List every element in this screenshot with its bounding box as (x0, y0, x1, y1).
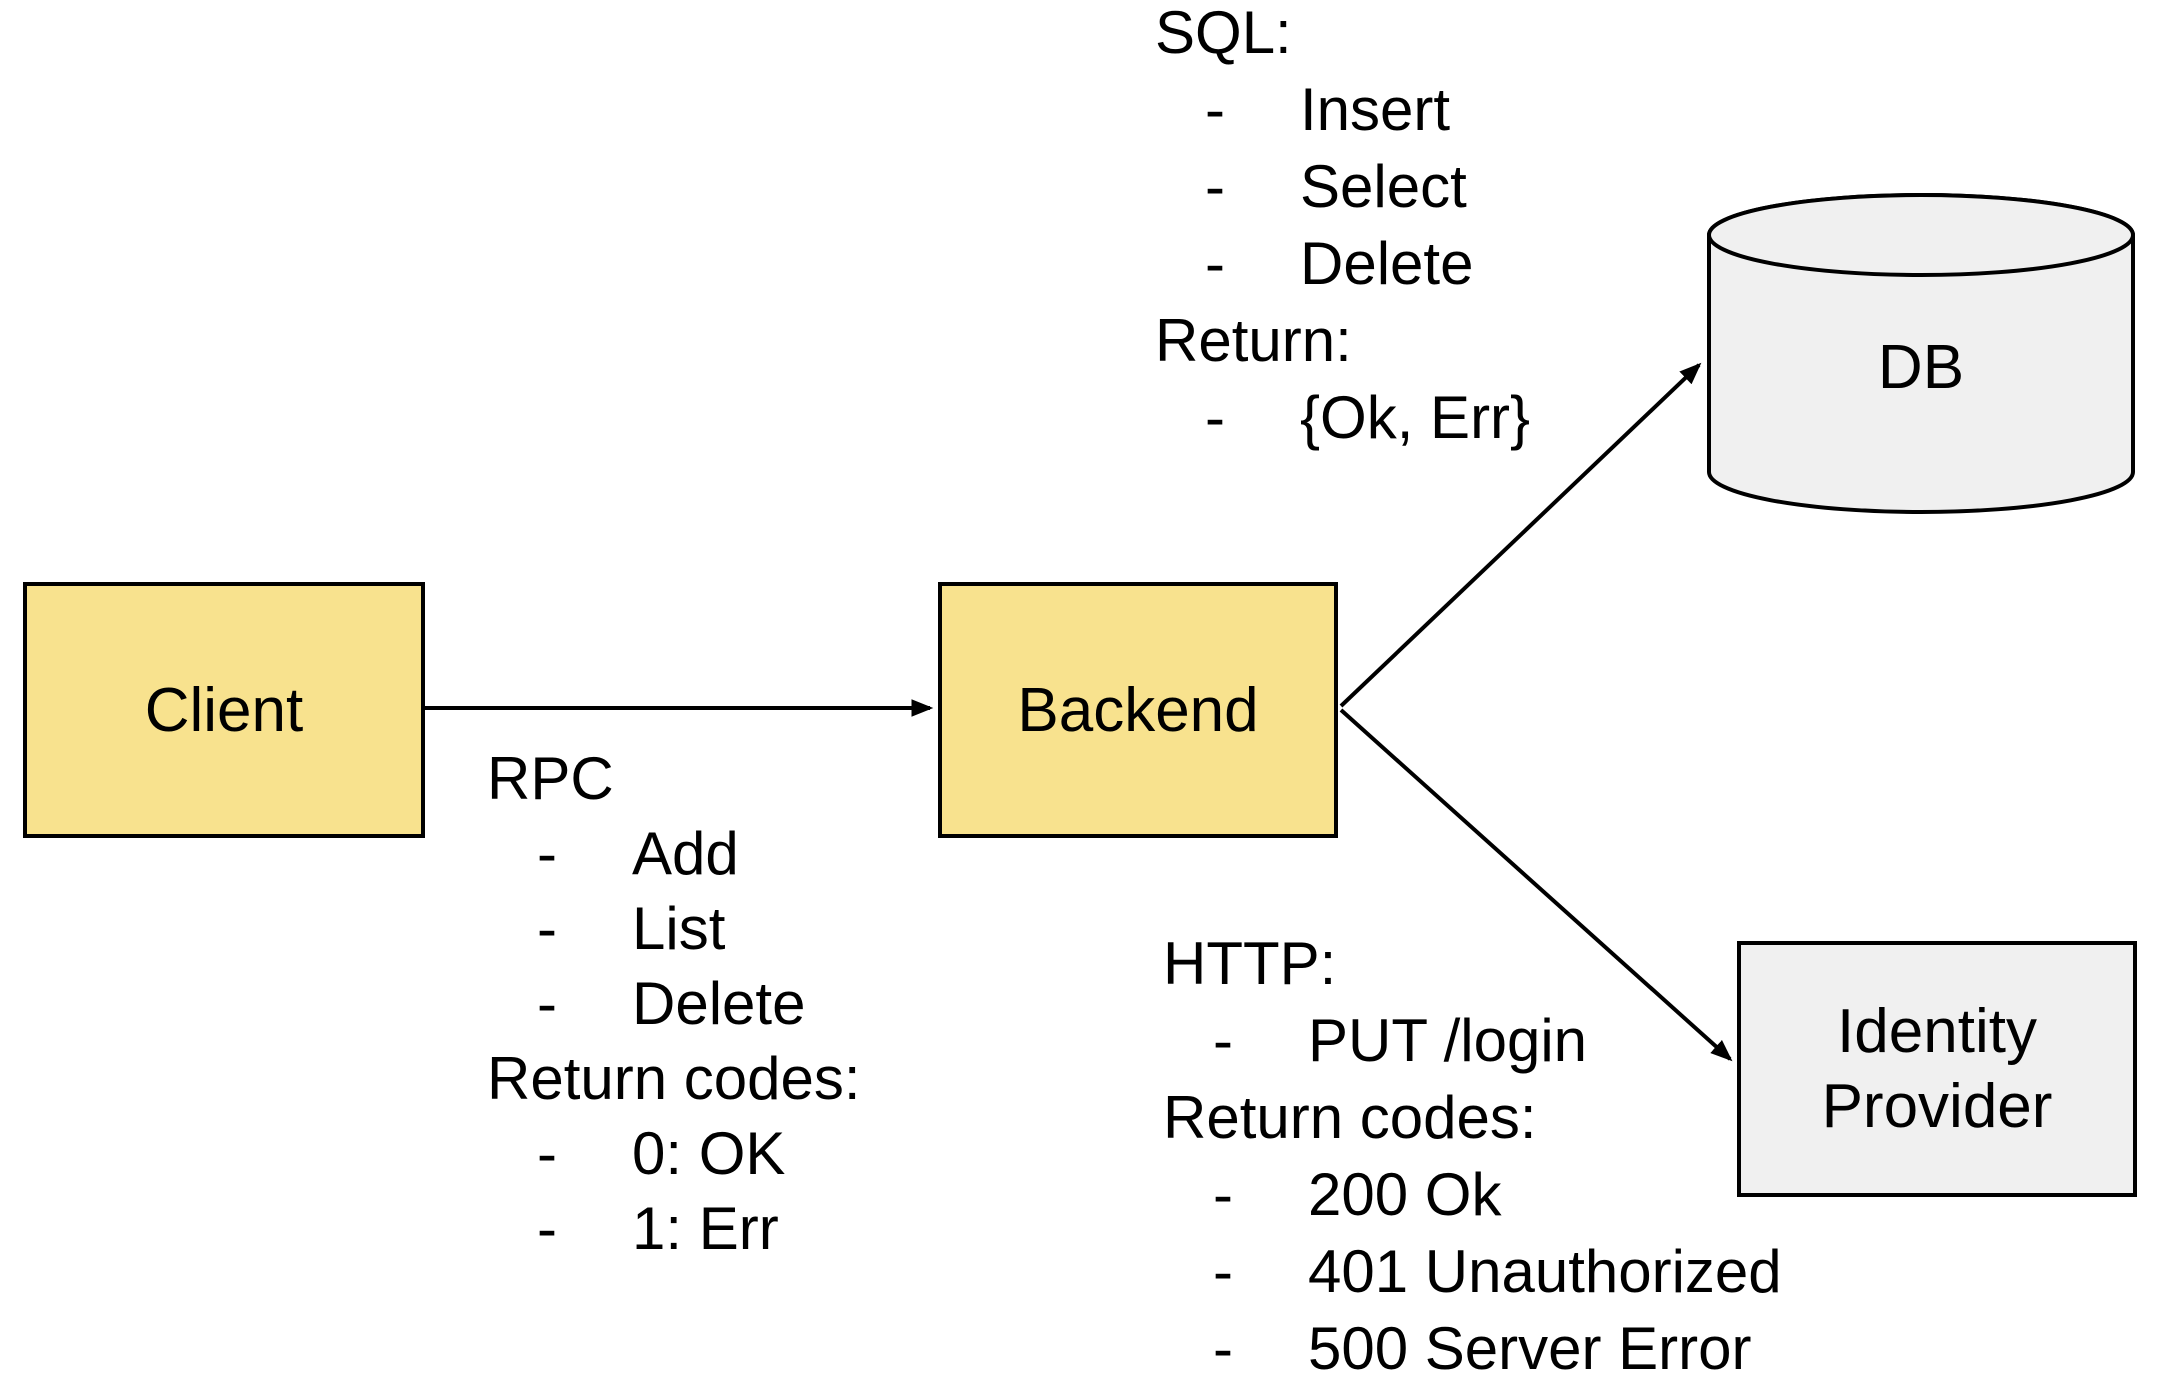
annotation-text: PUT /login (1308, 1007, 1588, 1074)
annotation-text: Return codes: (1163, 1084, 1537, 1151)
annotation-text: Delete (1300, 230, 1474, 297)
bullet-dash: - (1205, 230, 1225, 297)
arrow-backend-to-identity-provider (1339, 708, 1733, 1062)
annotation-text: Select (1300, 153, 1467, 220)
backend-node: Backend (938, 582, 1338, 838)
bullet-dash: - (537, 895, 557, 962)
annotation-text: 0: OK (632, 1120, 786, 1187)
client-label: Client (144, 675, 304, 745)
bullet-dash: - (537, 970, 557, 1037)
db-label: DB (1877, 333, 1965, 402)
annotation-text: 500 Server Error (1308, 1315, 1752, 1382)
backend-label: Backend (1017, 675, 1259, 745)
annotation-text: SQL: (1155, 0, 1292, 66)
bullet-dash: - (1213, 1315, 1233, 1382)
client-node: Client (23, 582, 425, 838)
annotation-text: HTTP: (1163, 930, 1337, 997)
bullet-dash: - (537, 820, 557, 887)
annotation-text: 1: Err (632, 1195, 779, 1262)
annotation-text: Return codes: (487, 1045, 861, 1112)
bullet-dash: - (1213, 1161, 1233, 1228)
bullet-dash: - (1205, 384, 1225, 451)
bullet-dash: - (1213, 1007, 1233, 1074)
bullet-dash: - (1205, 76, 1225, 143)
identity-provider-label: Identity Provider (1821, 997, 2053, 1141)
bullet-dash: - (1205, 153, 1225, 220)
annotation-text: List (632, 895, 726, 962)
bullet-dash: - (1213, 1238, 1233, 1305)
bullet-dash: - (537, 1195, 557, 1262)
annotation-text: Insert (1300, 76, 1451, 143)
identity-provider-node: Identity Provider (1737, 941, 2137, 1197)
db-cylinder-top (1707, 193, 2135, 277)
arrow-backend-to-db (1339, 362, 1702, 708)
annotation-text: 200 Ok (1308, 1161, 1502, 1228)
bullet-dash: - (537, 1120, 557, 1187)
annotation-text: 401 Unauthorized (1308, 1238, 1782, 1305)
annotation-text: {Ok, Err} (1300, 384, 1531, 451)
annotation-text: Return: (1155, 307, 1352, 374)
annotation-text: Add (632, 820, 739, 887)
annotation-text: Delete (632, 970, 806, 1037)
annotation-text: RPC (487, 745, 614, 812)
